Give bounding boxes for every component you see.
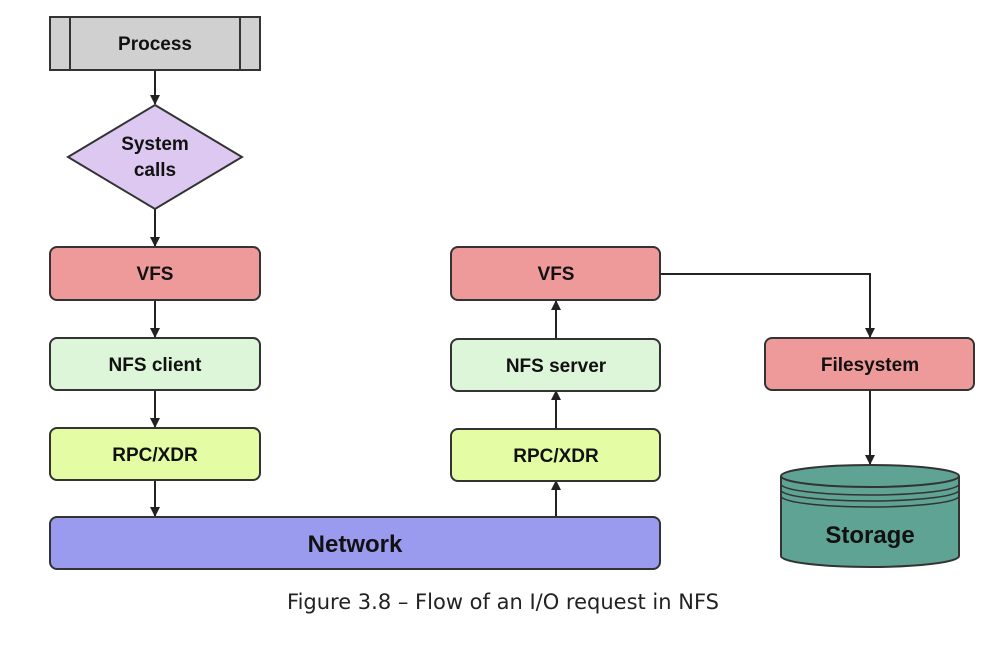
storage-ring-3 [780, 495, 960, 508]
rpc-server-box [450, 428, 661, 482]
network-box [49, 516, 661, 570]
storage-ring-2 [780, 489, 960, 502]
rpc-server-label: RPC/XDR [513, 446, 599, 467]
storage-node: Storage [780, 464, 960, 568]
filesystem-box [764, 337, 975, 391]
nfs-flow-diagram: Process System calls VFS NFS client RPC/… [49, 16, 975, 570]
process-box [49, 16, 261, 71]
storage-label: Storage [825, 522, 914, 549]
network-label: Network [308, 531, 403, 558]
vfs-client-node: VFS [49, 246, 261, 301]
rpc-client-box [49, 427, 261, 481]
vfs-client-label: VFS [137, 264, 174, 285]
figure-caption: Figure 3.8 – Flow of an I/O request in N… [287, 590, 719, 614]
process-label: Process [118, 34, 192, 55]
nfs-server-box [450, 338, 661, 392]
nfs-server-node: NFS server [450, 338, 661, 392]
rpc-client-node: RPC/XDR [49, 427, 261, 481]
vfs-server-node: VFS [450, 246, 661, 301]
process-node: Process [49, 16, 261, 71]
vfs-server-box [450, 246, 661, 301]
filesystem-label: Filesystem [821, 355, 919, 376]
syscalls-diamond [66, 103, 244, 211]
storage-top [780, 464, 960, 488]
syscalls-node: System calls [66, 103, 244, 211]
vfs-client-box [49, 246, 261, 301]
syscalls-label-line-1: System [121, 134, 189, 155]
syscalls-label-line-2: calls [134, 160, 176, 181]
edges [150, 71, 875, 517]
network-node: Network [49, 516, 661, 570]
arrow-vfs-server-to-filesystem [660, 273, 875, 338]
nfs-server-label: NFS server [506, 356, 607, 377]
vfs-server-label: VFS [538, 264, 575, 285]
rpc-client-label: RPC/XDR [112, 445, 198, 466]
rpc-server-node: RPC/XDR [450, 428, 661, 482]
nfs-client-label: NFS client [109, 355, 203, 376]
storage-ring-1 [780, 483, 960, 496]
nfs-client-node: NFS client [49, 337, 261, 391]
filesystem-node: Filesystem [764, 337, 975, 391]
nfs-client-box [49, 337, 261, 391]
storage-body [780, 476, 960, 568]
